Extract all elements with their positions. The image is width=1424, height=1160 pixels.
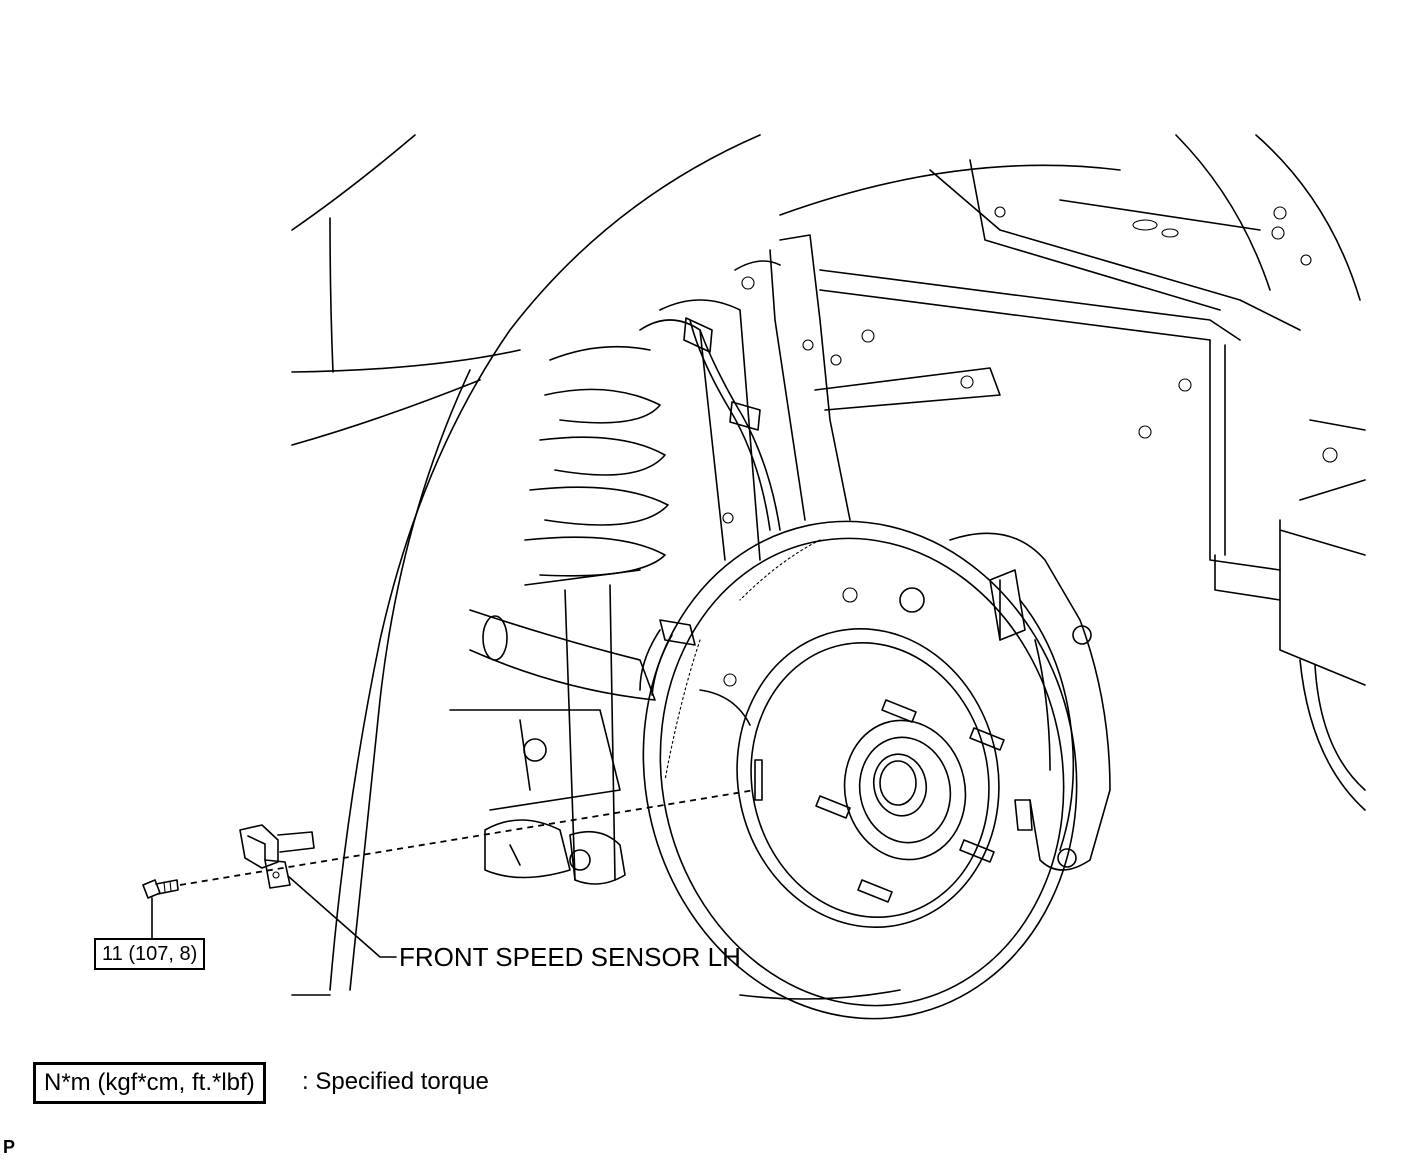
wheel-hub bbox=[815, 587, 1005, 903]
speed-sensor-mount bbox=[659, 619, 763, 801]
sensor-label: FRONT SPEED SENSOR LH bbox=[399, 942, 741, 972]
torque-value-box: 11 (107, 8) bbox=[94, 938, 206, 970]
brake-hose bbox=[639, 317, 781, 696]
inner-frame bbox=[819, 159, 1366, 811]
installation-guide-line bbox=[179, 789, 756, 886]
lower-arm bbox=[449, 609, 656, 885]
page-marker: P bbox=[3, 1137, 16, 1157]
legend-description: : Specified torque bbox=[302, 1068, 489, 1095]
bolt-icon bbox=[142, 879, 179, 899]
upper-arm bbox=[639, 234, 1001, 561]
fender-outline bbox=[291, 134, 1361, 1000]
brake-rotor bbox=[642, 520, 1078, 1020]
brake-caliper bbox=[949, 532, 1111, 871]
legend-units-box: N*m (kgf*cm, ft.*lbf) bbox=[33, 1062, 266, 1104]
front-speed-sensor-part bbox=[239, 824, 315, 889]
coil-spring bbox=[524, 345, 669, 881]
sensor-leader-line bbox=[287, 875, 397, 958]
